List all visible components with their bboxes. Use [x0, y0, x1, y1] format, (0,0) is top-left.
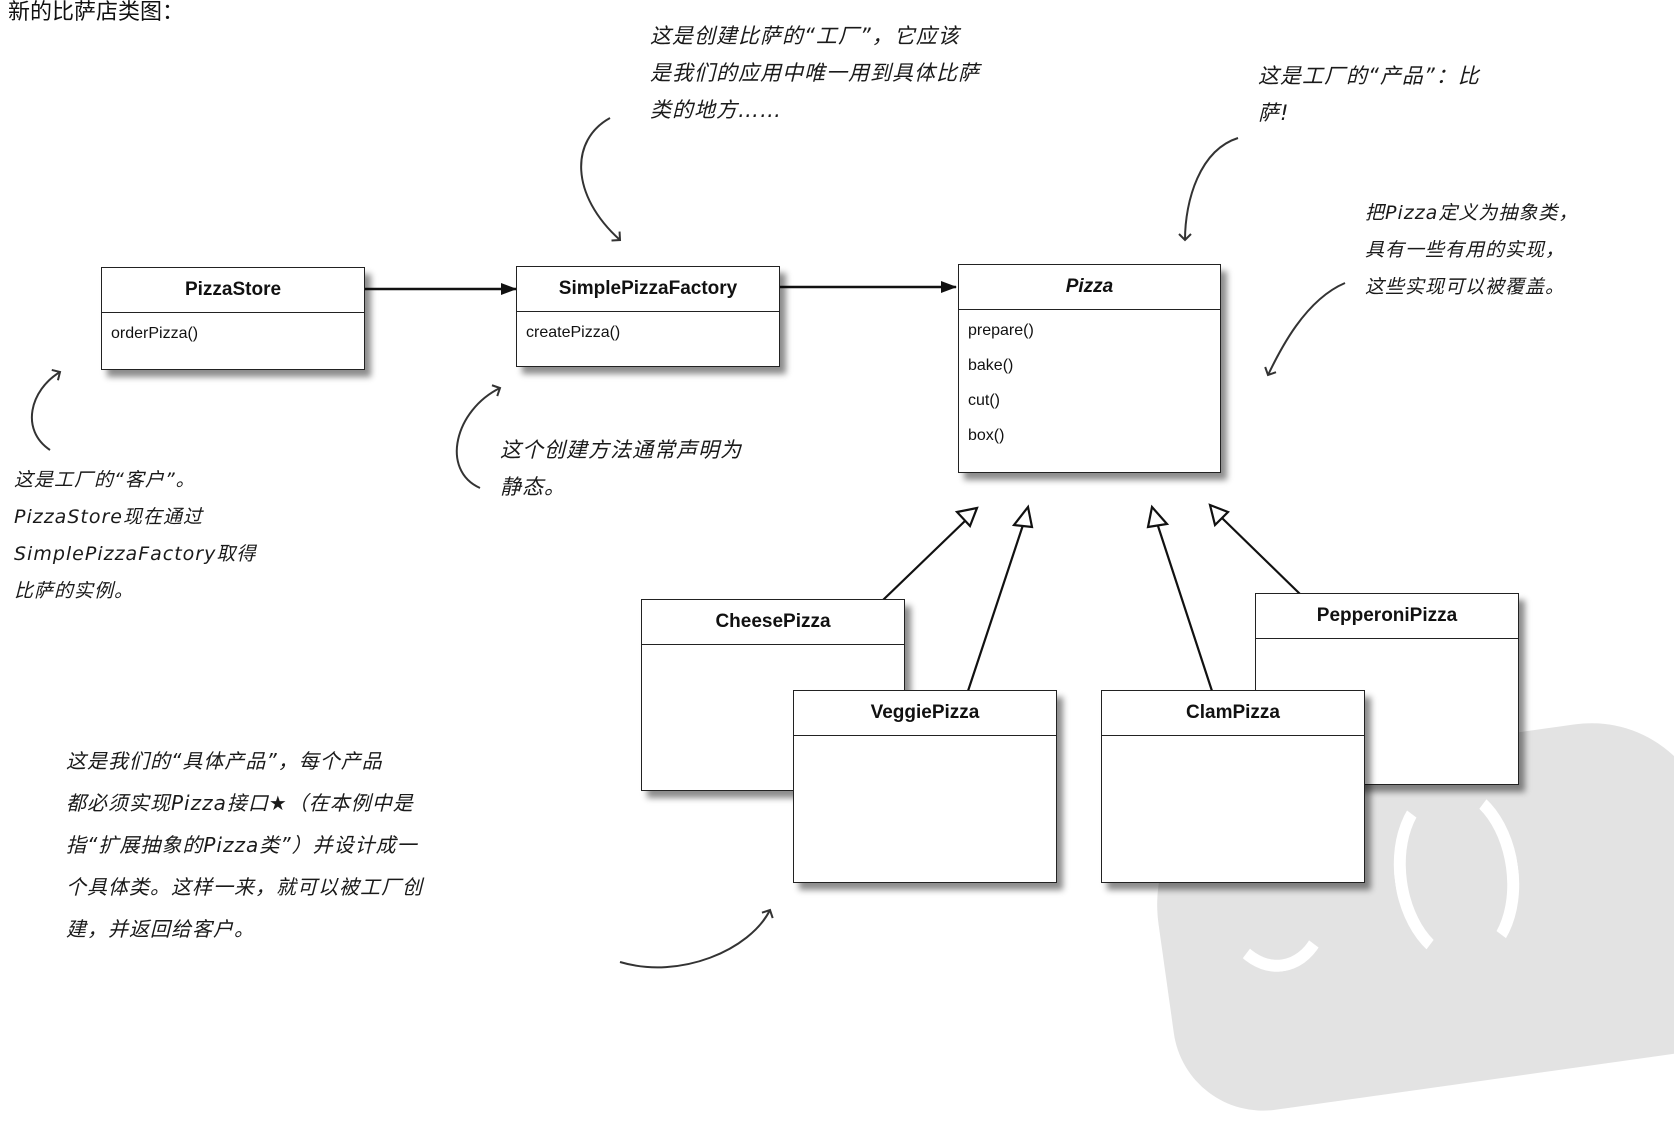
class-name: VeggiePizza	[794, 691, 1056, 736]
page-heading: 新的比萨店类图：	[8, 0, 185, 25]
note-factory: 这是创建比萨的“工厂”，它应该 是我们的应用中唯一用到具体比萨 类的地方……	[650, 24, 980, 122]
inheritance-cheese	[882, 506, 979, 601]
pointer-client-note	[31, 368, 62, 451]
class-name: ClamPizza	[1102, 691, 1364, 736]
class-clam-pizza: ClamPizza	[1101, 690, 1365, 883]
class-pizza-store: PizzaStore orderPizza()	[101, 267, 365, 370]
pointer-factory-note	[580, 117, 622, 242]
pointer-abstract-note	[1264, 282, 1346, 377]
method-order-pizza: orderPizza()	[111, 325, 199, 342]
note-static-method: 这个创建方法通常声明为 静态。	[500, 438, 742, 499]
class-name: PepperoniPizza	[1256, 594, 1518, 639]
class-name: SimplePizzaFactory	[517, 267, 779, 312]
note-abstract-class: 把Pizza定义为抽象类， 具有一些有用的实现， 这些实现可以被覆盖。	[1365, 202, 1579, 298]
pointer-concrete-note	[619, 908, 774, 969]
inheritance-veggie	[966, 504, 1034, 692]
pointer-static-note	[455, 384, 502, 489]
pointer-product-note	[1178, 137, 1239, 242]
method-prepare: prepare()	[968, 322, 1034, 339]
method-create-pizza: createPizza()	[526, 324, 621, 341]
class-simple-pizza-factory: SimplePizzaFactory createPizza()	[516, 266, 780, 367]
note-concrete-products: 这是我们的“具体产品”，每个产品 都必须实现Pizza接口★（在本例中是 指“扩…	[66, 749, 423, 941]
class-veggie-pizza: VeggiePizza	[793, 690, 1057, 883]
method-cut: cut()	[968, 392, 1000, 409]
method-box: box()	[968, 427, 1005, 444]
method-bake: bake()	[968, 357, 1014, 374]
class-name: CheesePizza	[642, 600, 904, 645]
class-name: PizzaStore	[102, 268, 364, 313]
note-product: 这是工厂的“产品”：比 萨!	[1258, 64, 1480, 125]
class-name: Pizza	[959, 265, 1220, 310]
inheritance-clam	[1146, 504, 1214, 692]
inheritance-pepperoni	[1208, 503, 1301, 595]
class-pizza: Pizza prepare() bake() cut() box()	[958, 264, 1221, 473]
note-client: 这是工厂的“客户”。 PizzaStore现在通过 SimplePizzaFac…	[14, 469, 257, 602]
diagram-connectors	[31, 117, 1346, 969]
